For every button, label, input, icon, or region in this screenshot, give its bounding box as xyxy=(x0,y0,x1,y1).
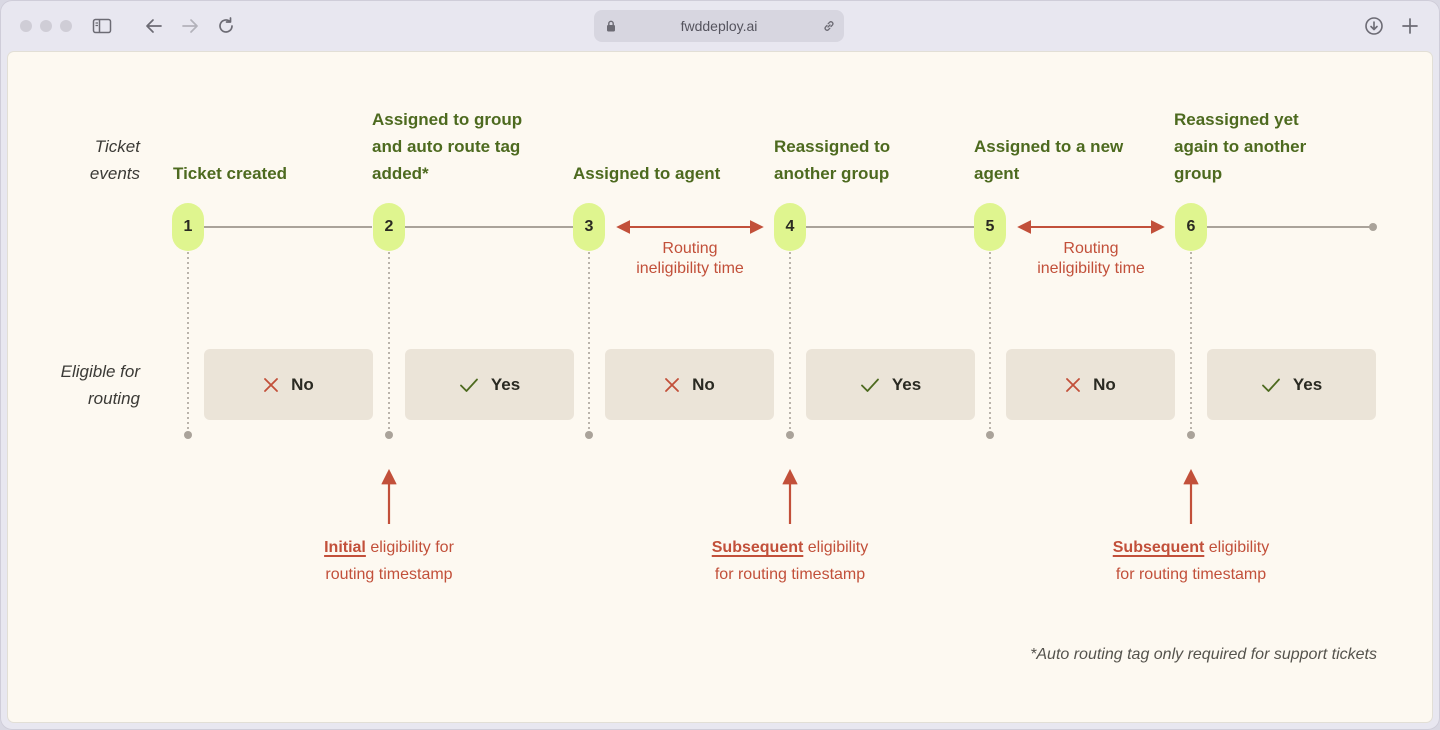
timeline-end-dot xyxy=(1369,223,1377,231)
drop-end-dot xyxy=(986,431,994,439)
lock-icon xyxy=(607,20,615,32)
check-icon xyxy=(1261,378,1280,392)
close-window-button[interactable] xyxy=(20,20,32,32)
ticket-events-label: Ticket events xyxy=(8,133,140,187)
event-label-line: Reassigned to xyxy=(774,137,891,156)
eligibility-box: No xyxy=(204,349,373,420)
eligibility-value: No xyxy=(692,374,715,394)
eligibility-box: No xyxy=(1006,349,1175,420)
timestamp-label: Subsequent eligibility for routing times… xyxy=(1081,534,1301,588)
timestamp-label-line: for routing timestamp xyxy=(1115,566,1267,583)
event-label-2: Assigned to group and auto route tag add… xyxy=(372,106,552,187)
page-content: Ticket events Eligible for routing Ticke… xyxy=(8,52,1432,722)
event-node-2: 2 xyxy=(373,203,405,251)
drop-end-dot xyxy=(585,431,593,439)
plus-icon[interactable] xyxy=(1398,14,1422,38)
link-icon[interactable] xyxy=(822,19,836,33)
event-label-line: group xyxy=(1174,164,1223,183)
timestamp-label-line: Initial eligibility for xyxy=(279,534,499,561)
event-label-line: and auto route tag xyxy=(372,137,521,156)
x-icon xyxy=(264,377,279,392)
event-label-line: Assigned to a new xyxy=(974,137,1124,156)
event-label-line: again to another xyxy=(1174,137,1307,156)
forward-icon[interactable] xyxy=(178,14,202,38)
event-label-line: Assigned to agent xyxy=(573,164,721,183)
eligibility-value: No xyxy=(1093,374,1116,394)
event-label-3: Assigned to agent xyxy=(573,160,753,187)
ineligibility-label-line: ineligibility time xyxy=(1037,260,1145,277)
timestamp-emphasis: Initial xyxy=(324,539,366,556)
eligibility-value: Yes xyxy=(1292,374,1323,394)
event-label-line: agent xyxy=(974,164,1020,183)
x-icon xyxy=(665,377,680,392)
browser-toolbar: fwddeploy.ai xyxy=(0,0,1440,52)
event-label-line: Assigned to group xyxy=(372,110,523,129)
event-node-4: 4 xyxy=(774,203,806,251)
ticket-events-label-line: Ticket xyxy=(94,137,140,156)
ticket-events-label-line: events xyxy=(89,164,140,183)
sidebar-icon[interactable] xyxy=(90,14,114,38)
timestamp-label-line: Subsequent eligibility xyxy=(680,534,900,561)
timestamp-emphasis: Subsequent xyxy=(711,539,804,556)
timestamp-rest: eligibility xyxy=(803,539,869,556)
drop-end-dot xyxy=(184,431,192,439)
diagram-lines xyxy=(184,220,1377,524)
timestamp-emphasis: Subsequent xyxy=(1112,539,1205,556)
timestamp-label: Subsequent eligibility for routing times… xyxy=(680,534,900,588)
timestamp-label-line: for routing timestamp xyxy=(714,566,866,583)
event-node-3: 3 xyxy=(573,203,605,251)
timestamp-label: Initial eligibility for routing timestam… xyxy=(279,534,499,588)
event-label-6: Reassigned yet again to another group xyxy=(1174,106,1354,187)
check-icon xyxy=(860,378,879,392)
timestamp-label-line: Subsequent eligibility xyxy=(1081,534,1301,561)
timestamp-label-line: routing timestamp xyxy=(325,566,453,583)
event-label-4: Reassigned to another group xyxy=(774,133,954,187)
event-label-line: Ticket created xyxy=(173,164,288,183)
ineligibility-label-line: Routing xyxy=(662,240,718,257)
eligibility-box: Yes xyxy=(806,349,975,420)
event-node-5: 5 xyxy=(974,203,1006,251)
eligibility-box: Yes xyxy=(1207,349,1376,420)
eligible-routing-label: Eligible for routing xyxy=(8,358,140,412)
ineligibility-label: Routing ineligibility time xyxy=(600,239,780,279)
footnote: *Auto routing tag only required for supp… xyxy=(1030,646,1377,663)
url-text: fwddeploy.ai xyxy=(680,18,758,34)
ineligibility-label: Routing ineligibility time xyxy=(1001,239,1181,279)
back-icon[interactable] xyxy=(142,14,166,38)
eligibility-box: No xyxy=(605,349,774,420)
eligible-routing-label-line: routing xyxy=(88,389,140,408)
drop-end-dot xyxy=(1187,431,1195,439)
address-bar[interactable]: fwddeploy.ai xyxy=(594,10,844,42)
drop-end-dot xyxy=(385,431,393,439)
eligibility-value: Yes xyxy=(891,374,922,394)
event-label-5: Assigned to a new agent xyxy=(974,133,1154,187)
timestamp-rest: eligibility for xyxy=(365,539,454,556)
x-icon xyxy=(1066,377,1081,392)
event-label-1: Ticket created xyxy=(173,160,353,187)
zoom-window-button[interactable] xyxy=(60,20,72,32)
event-node-1: 1 xyxy=(172,203,204,251)
eligibility-value: Yes xyxy=(490,374,521,394)
drop-end-dot xyxy=(786,431,794,439)
reload-icon[interactable] xyxy=(214,14,238,38)
timestamp-rest: eligibility xyxy=(1204,539,1270,556)
check-icon xyxy=(459,378,478,392)
ineligibility-label-line: Routing xyxy=(1063,240,1119,257)
minimize-window-button[interactable] xyxy=(40,20,52,32)
ineligibility-label-line: ineligibility time xyxy=(636,260,744,277)
event-label-line: added* xyxy=(372,164,429,183)
eligibility-value: No xyxy=(291,374,314,394)
event-label-line: Reassigned yet xyxy=(1174,110,1299,129)
download-icon[interactable] xyxy=(1362,14,1386,38)
eligible-routing-label-line: Eligible for xyxy=(60,362,140,381)
eligibility-box: Yes xyxy=(405,349,574,420)
event-node-6: 6 xyxy=(1175,203,1207,251)
event-label-line: another group xyxy=(774,164,890,183)
